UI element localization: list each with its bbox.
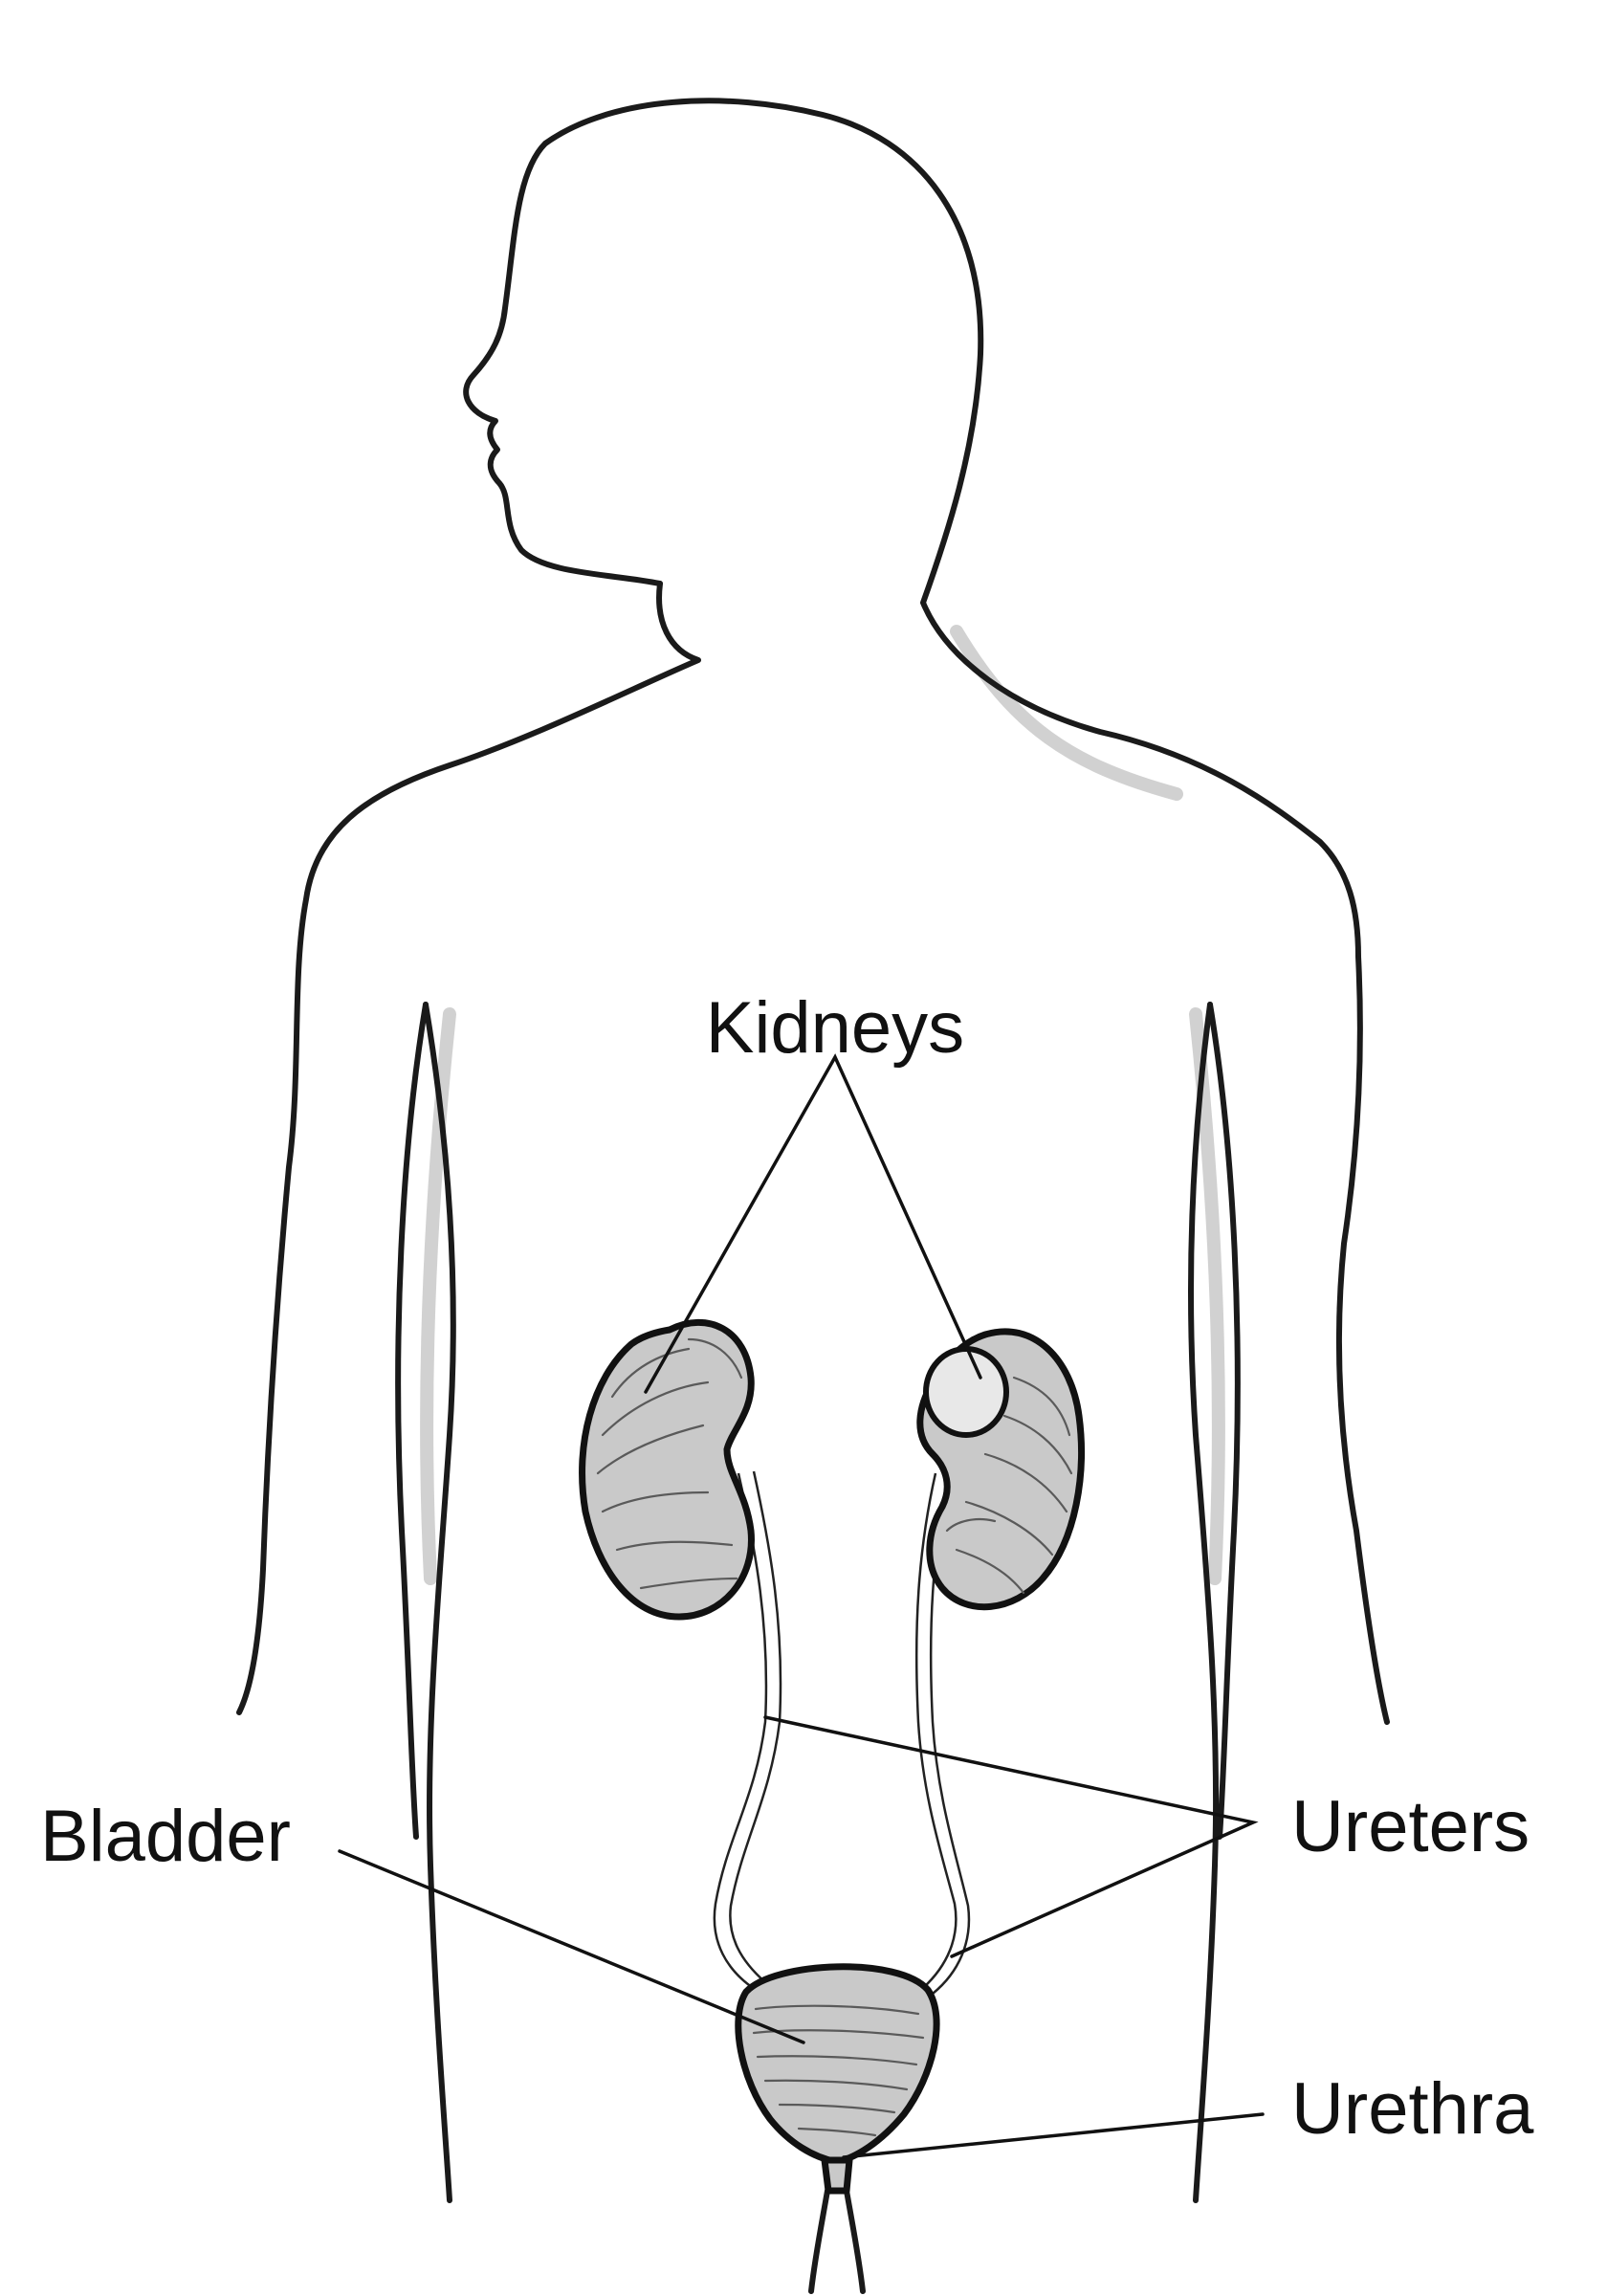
head-and-shoulders-outline <box>463 98 1361 960</box>
left-kidney-shape <box>579 1318 755 1621</box>
ureters-label: Ureters <box>1291 1786 1530 1867</box>
urethra-shape <box>821 2156 853 2195</box>
right-kidney-upper-lobe <box>923 1346 1009 1438</box>
bladder-shape <box>735 1963 940 2166</box>
bladder-leader <box>338 1849 805 2044</box>
body-outline <box>236 98 1390 2294</box>
bladder <box>735 1963 940 2166</box>
left-torso-outline <box>423 1002 456 2203</box>
body-shading <box>420 625 1225 1585</box>
leg-line-right <box>844 2188 866 2294</box>
right-arm-outline <box>1335 954 1390 1725</box>
urethra-label: Urethra <box>1291 2068 1534 2150</box>
right-ureter <box>914 1472 958 1989</box>
leader-lines <box>338 1053 1265 2159</box>
left-ureter <box>713 1472 768 1992</box>
left-ureter-inner <box>729 1470 782 1983</box>
ureters-leader <box>763 1715 1259 1958</box>
leg-line-left <box>808 2188 830 2294</box>
kidneys-leader <box>644 1053 982 1394</box>
left-shoulder-outline <box>236 581 701 1715</box>
urethra-leader <box>842 2112 1265 2159</box>
bladder-label: Bladder <box>40 1796 291 1877</box>
urethra <box>821 2156 853 2195</box>
left-kidney <box>579 1318 755 1621</box>
kidneys-label: Kidneys <box>706 987 964 1069</box>
left-inner-arm-outline <box>395 1002 429 1840</box>
right-torso-outline <box>1188 1002 1220 2203</box>
right-inner-arm-outline <box>1207 1002 1241 1840</box>
right-kidney <box>916 1328 1085 1611</box>
